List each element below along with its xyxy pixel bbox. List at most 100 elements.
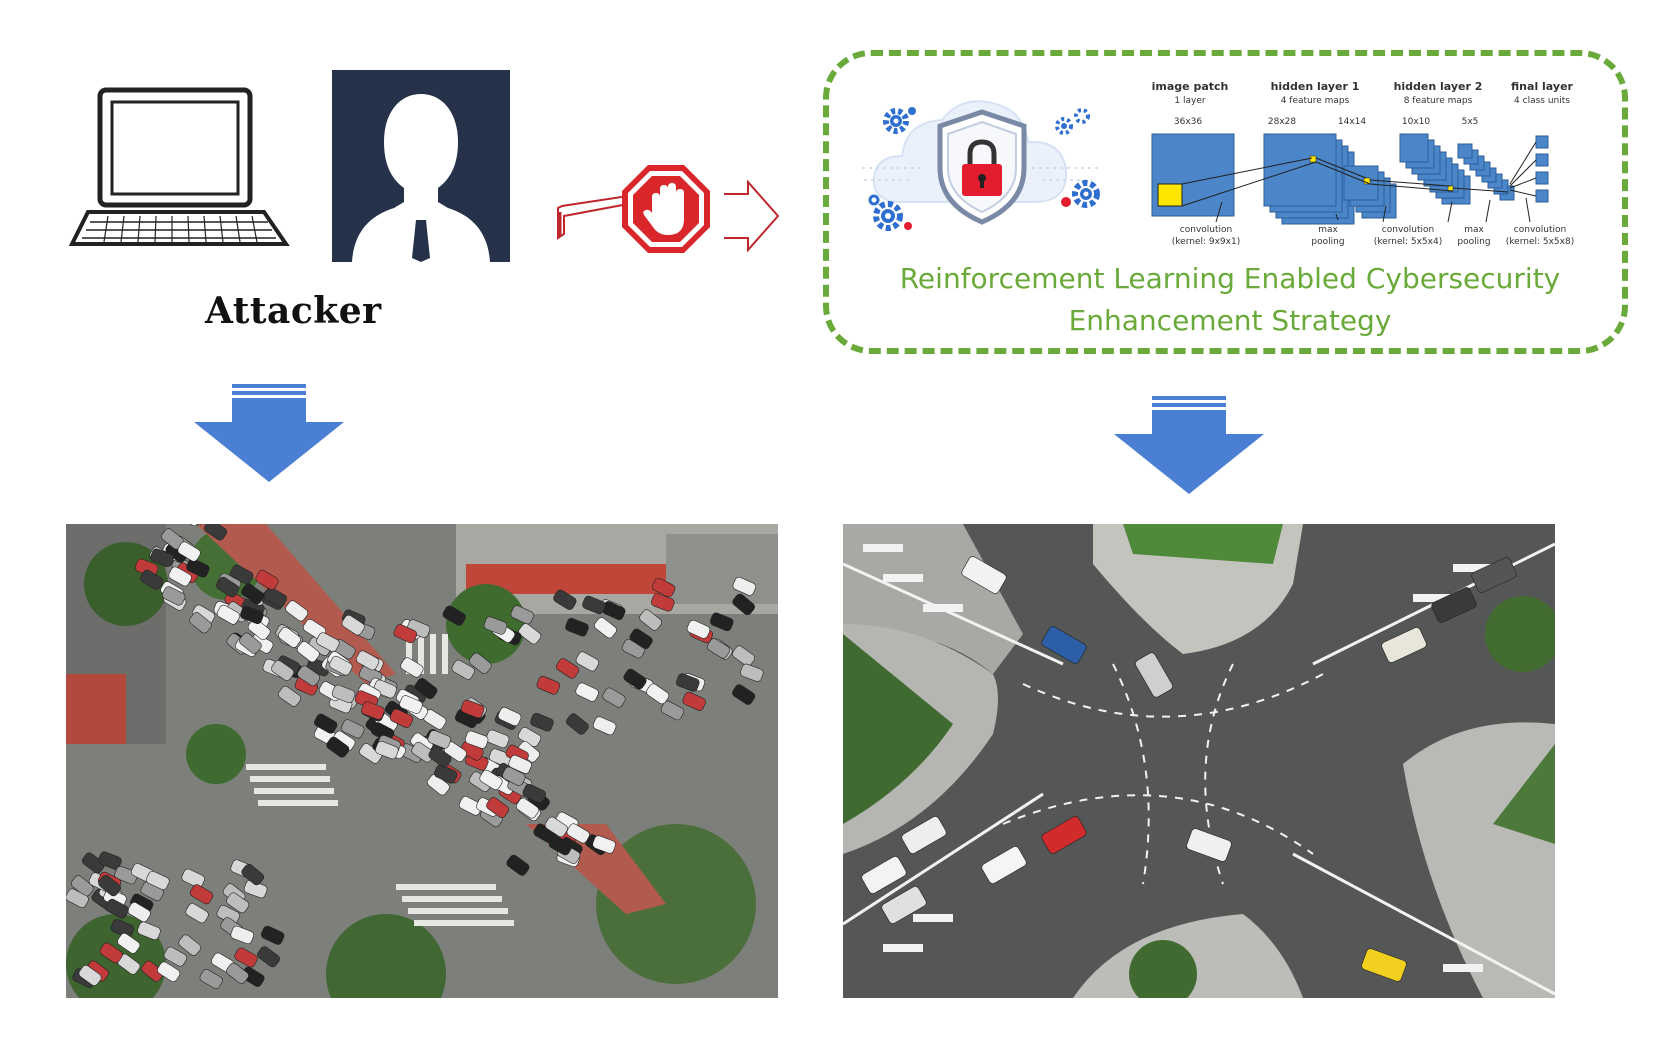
car — [393, 624, 418, 644]
car — [427, 730, 452, 749]
car — [341, 614, 365, 636]
cnn-layer-size: 10x10 — [1402, 117, 1431, 127]
car — [199, 969, 223, 990]
stop-hand-icon — [622, 165, 710, 253]
car — [66, 888, 89, 909]
car — [428, 746, 452, 768]
car — [639, 609, 662, 631]
cnn-op-label: pooling — [1311, 237, 1344, 247]
car — [901, 816, 947, 854]
car — [241, 583, 265, 605]
car — [566, 823, 590, 844]
car — [506, 854, 530, 876]
cnn-layer-subtitle: 8 feature maps — [1404, 96, 1473, 106]
car — [230, 564, 254, 585]
car — [451, 659, 475, 680]
car — [99, 942, 123, 964]
car — [361, 701, 385, 720]
car — [81, 852, 105, 874]
car — [78, 965, 102, 986]
car — [226, 962, 249, 984]
car — [257, 946, 280, 968]
car — [651, 593, 675, 612]
car — [127, 902, 151, 923]
car — [178, 934, 202, 956]
car — [1471, 557, 1517, 593]
car — [163, 946, 187, 967]
car — [522, 784, 546, 804]
car — [1186, 828, 1232, 862]
car — [706, 638, 731, 659]
car — [709, 612, 734, 632]
cnn-op-label: convolution — [1514, 225, 1566, 235]
car — [676, 673, 700, 692]
car — [981, 846, 1027, 884]
gear-icon — [868, 194, 912, 231]
car — [468, 652, 492, 674]
car — [230, 925, 254, 945]
cnn-layer-title: hidden layer 2 — [1394, 80, 1483, 93]
car — [464, 730, 489, 749]
car — [234, 947, 258, 968]
car — [594, 617, 617, 639]
car — [240, 605, 264, 625]
gear-icon — [1061, 180, 1100, 208]
cnn-layer-size: 5x5 — [1462, 117, 1479, 127]
car — [442, 605, 466, 626]
car — [157, 961, 181, 982]
car — [1431, 587, 1477, 623]
car — [98, 851, 122, 870]
car — [297, 665, 321, 687]
car — [241, 863, 265, 886]
car — [181, 868, 205, 888]
car — [98, 874, 121, 897]
cnn-layer-subtitle: 4 class units — [1514, 96, 1570, 106]
rl-strategy-caption: Reinforcement Learning Enabled Cybersecu… — [899, 262, 1561, 337]
car — [140, 569, 164, 590]
car — [186, 558, 210, 578]
shield-lock-icon — [862, 100, 1098, 225]
car — [646, 683, 670, 705]
down-arrow-icon — [194, 384, 344, 482]
car — [204, 524, 228, 541]
car — [575, 682, 599, 702]
car — [70, 875, 94, 897]
cnn-op-label: (kernel: 5x5x8) — [1506, 237, 1574, 247]
cnn-op-label: max — [1318, 225, 1338, 235]
car — [137, 921, 161, 941]
car — [341, 719, 365, 739]
car — [592, 716, 617, 736]
car — [150, 548, 174, 567]
car — [400, 657, 424, 678]
car — [592, 835, 616, 854]
car — [168, 566, 192, 587]
car — [740, 663, 764, 682]
car — [1041, 626, 1087, 664]
car — [881, 886, 927, 924]
car — [682, 691, 706, 711]
car — [732, 576, 757, 596]
car — [255, 569, 279, 590]
car — [536, 675, 561, 695]
car — [555, 658, 580, 679]
car — [146, 870, 170, 890]
cnn-layer-title: hidden layer 1 — [1271, 80, 1360, 93]
car — [516, 797, 539, 819]
car — [162, 586, 186, 606]
cnn-op-label: convolution — [1382, 225, 1434, 235]
car — [271, 660, 295, 681]
car — [565, 618, 589, 637]
cnn-op-label: convolution — [1180, 225, 1232, 235]
cnn-layer-subtitle: 1 layer — [1174, 96, 1205, 106]
cnn-op-label: (kernel: 5x5x4) — [1374, 237, 1442, 247]
car — [582, 595, 606, 615]
gear-icon — [1055, 108, 1090, 135]
car — [623, 668, 647, 690]
car — [216, 604, 241, 625]
car — [375, 740, 399, 760]
cnn-layer-size: 28x28 — [1268, 117, 1297, 127]
cnn-layer-title: image patch — [1152, 80, 1229, 93]
car — [185, 903, 209, 924]
gear-icon — [883, 107, 916, 134]
car — [226, 892, 250, 914]
